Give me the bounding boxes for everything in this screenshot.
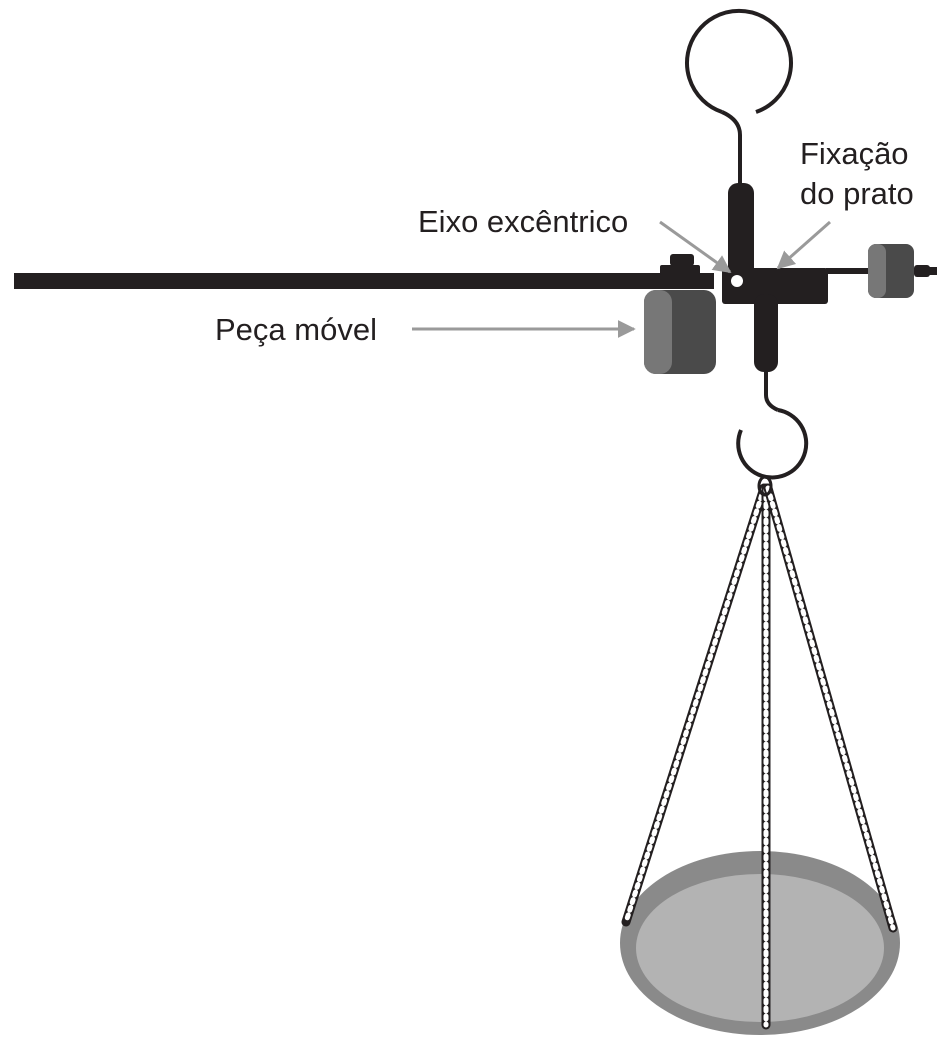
label-fixacao-line1: Fixação — [800, 136, 909, 171]
counterweight — [868, 244, 937, 298]
label-peca-movel: Peça móvel — [215, 312, 377, 347]
beam-knob — [660, 254, 700, 275]
pan-chains — [621, 483, 898, 1030]
scale-pan — [620, 851, 900, 1035]
chain-ring — [757, 475, 773, 497]
top-hanger-ring — [685, 8, 793, 190]
balance-beam — [14, 273, 714, 289]
lower-hook — [736, 372, 809, 480]
eixo-arrow — [659, 220, 732, 274]
label-eixo-excentrico: Eixo excêntrico — [418, 204, 628, 239]
fixacao-arrow — [776, 220, 831, 270]
eccentric-axis-hole — [731, 275, 743, 287]
movable-weight — [644, 290, 716, 374]
central-fulcrum-block — [722, 183, 828, 372]
label-fixacao-line2: do prato — [800, 176, 914, 211]
